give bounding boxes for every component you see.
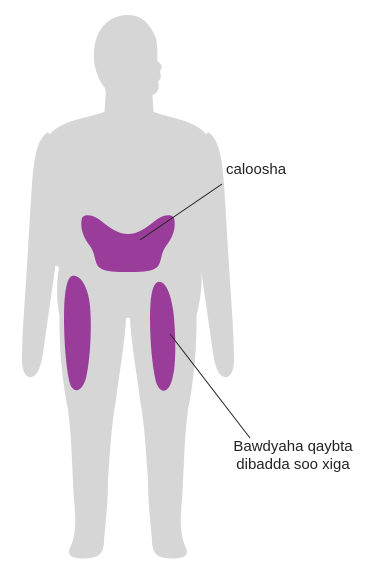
- thigh-label-line-2: dibadda soo xiga: [213, 456, 373, 474]
- thigh-label-line-1: Bawdyaha qaybta: [213, 438, 373, 456]
- neck: [104, 90, 154, 118]
- left-arm: [22, 132, 62, 377]
- abdomen-label: caloosha: [226, 161, 286, 179]
- left-thigh-site: [64, 276, 91, 390]
- thigh-label: Bawdyaha qaybta dibadda soo xiga: [213, 438, 373, 474]
- human-silhouette: [22, 15, 234, 559]
